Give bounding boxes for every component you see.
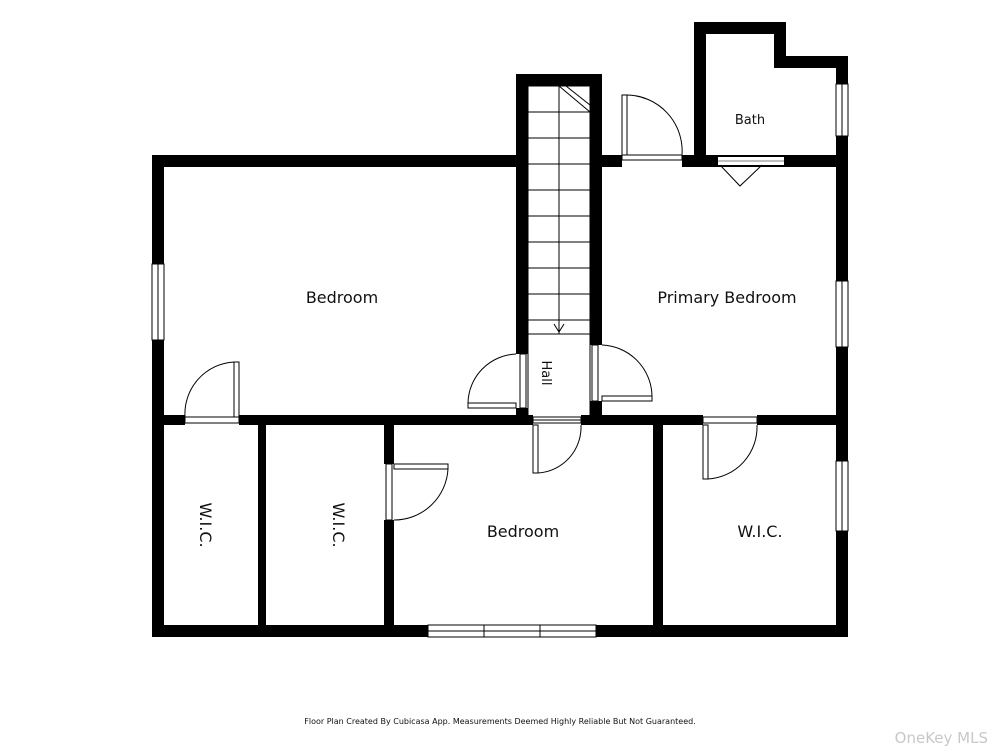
door-hall-right-arc bbox=[601, 344, 653, 397]
wall-stair-right bbox=[590, 74, 602, 420]
door-wic-right-arc bbox=[707, 424, 758, 480]
door-wic2-panel bbox=[393, 463, 449, 470]
door-bedroom-left-arc bbox=[184, 361, 235, 418]
wall-wic2-right bbox=[384, 415, 394, 637]
staircase bbox=[527, 85, 591, 421]
wall-bath-left bbox=[694, 22, 706, 167]
wall-top-left bbox=[152, 155, 527, 167]
door-bedroom-left-panel bbox=[233, 361, 240, 418]
label-bath: Bath bbox=[735, 113, 765, 128]
label-hall: Hall bbox=[538, 361, 553, 386]
door-hall-left-leaf bbox=[519, 353, 527, 409]
label-primary-bedroom: Primary Bedroom bbox=[657, 288, 796, 307]
wall-bath-top bbox=[694, 22, 786, 34]
label-wic-1: W.I.C. bbox=[196, 502, 215, 547]
bifold-door-bath bbox=[719, 164, 763, 187]
walls bbox=[152, 22, 848, 637]
disclaimer-note: Floor Plan Created By Cubicasa App. Meas… bbox=[304, 717, 696, 726]
wall-bedroom-bottom-right bbox=[653, 415, 663, 637]
door-hall-bottom-panel bbox=[532, 424, 539, 474]
door-hall-left-arc bbox=[467, 353, 517, 404]
door-hall-right-leaf bbox=[591, 344, 599, 402]
wall-mid-horizontal bbox=[152, 415, 848, 425]
label-bedroom-left: Bedroom bbox=[306, 288, 378, 307]
door-bedroom-left-leaf bbox=[184, 416, 240, 424]
wall-stair-left bbox=[516, 74, 528, 420]
door-wic2-arc bbox=[393, 468, 449, 521]
door-primary-top bbox=[621, 154, 683, 161]
door-primary-top-arc bbox=[626, 94, 683, 156]
wall-outer-left bbox=[152, 155, 164, 637]
wall-stair-top bbox=[516, 74, 602, 86]
label-wic-3: W.I.C. bbox=[737, 522, 782, 541]
door-primary-top-panel bbox=[621, 94, 628, 156]
openings bbox=[151, 83, 849, 638]
door-hall-right-panel bbox=[601, 395, 653, 402]
door-hall-bottom-arc bbox=[537, 424, 582, 474]
wall-wic1-right bbox=[258, 415, 266, 637]
door-wic2-leaf bbox=[385, 463, 393, 521]
door-hall-left-panel bbox=[467, 402, 517, 409]
room-labels: Bedroom Primary Bedroom Bath Hall Bedroo… bbox=[196, 113, 797, 548]
wall-outer-right bbox=[836, 155, 848, 637]
stair-arrow-head bbox=[553, 323, 565, 333]
wall-bath-top-right bbox=[774, 56, 848, 68]
door-wic-right-panel bbox=[702, 424, 709, 480]
door-wic-right-leaf bbox=[702, 416, 758, 424]
label-wic-2: W.I.C. bbox=[329, 502, 348, 547]
watermark: OneKey MLS bbox=[894, 729, 988, 747]
label-bedroom-bottom: Bedroom bbox=[487, 522, 559, 541]
door-swings bbox=[184, 94, 758, 521]
